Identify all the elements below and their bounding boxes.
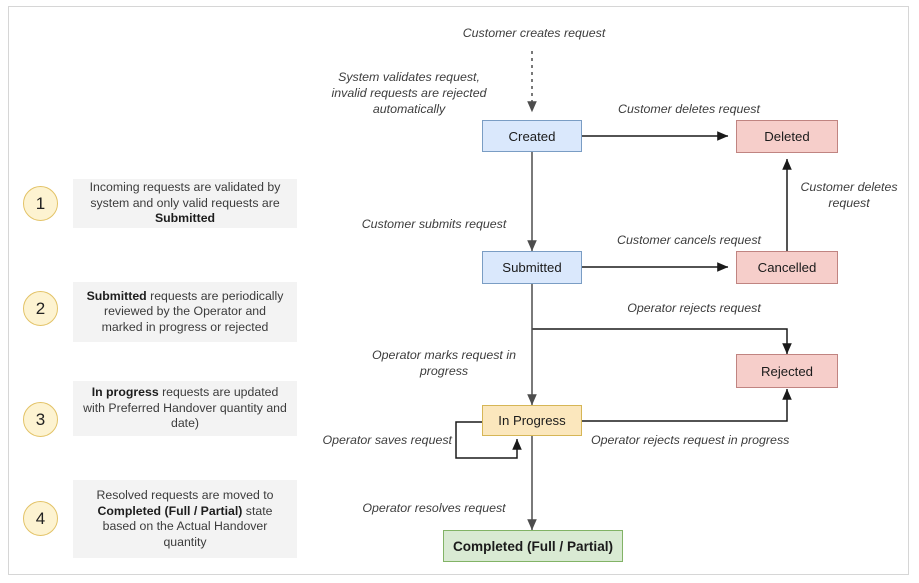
state-node-submitted[interactable]: Submitted — [482, 251, 582, 284]
legend-number-2: 2 — [23, 291, 58, 326]
edge-label-created-submitted: Customer submits request — [361, 217, 507, 231]
edge-label-submitted-cancelled: Customer cancels request — [617, 233, 761, 247]
legend-text-3: In progress requests are updated with Pr… — [73, 381, 297, 436]
edge-submitted-rejected — [532, 328, 792, 355]
edge-layer — [455, 51, 792, 531]
edge-label-validation-note: System validates request, invalid reques… — [314, 69, 504, 117]
legend-1-part-1: Submitted — [154, 211, 216, 226]
legend-4-part-1: Completed (Full / Partial) — [97, 503, 243, 518]
cancelled-deleted-line-1: Customer deletes — [800, 180, 898, 194]
legend-number-3: 3 — [23, 402, 58, 437]
edge-inprogress-self — [455, 421, 522, 459]
validation-line-2: invalid requests are rejected — [331, 86, 487, 100]
validation-line-1: System validates request, — [338, 70, 480, 84]
state-node-in-progress[interactable]: In Progress — [482, 405, 582, 436]
edge-label-submitted-inprogress: Operator marks request in progress — [339, 347, 549, 379]
validation-line-3: automatically — [372, 102, 446, 116]
diagram-frame: 1 Incoming requests are validated by sys… — [8, 6, 909, 575]
state-node-cancelled[interactable]: Cancelled — [736, 251, 838, 284]
state-node-created[interactable]: Created — [482, 120, 582, 152]
state-node-deleted[interactable]: Deleted — [736, 120, 838, 153]
legend-text-4: Resolved requests are moved to Completed… — [73, 480, 297, 558]
legend-4-part-0: Resolved requests are moved to — [96, 488, 274, 502]
legend-3-part-0: In progress — [91, 385, 159, 400]
state-node-rejected[interactable]: Rejected — [736, 354, 838, 388]
edge-label-inprogress-rejected: Operator rejects request in progress — [591, 433, 790, 447]
edge-label-inprogress-completed: Operator resolves request — [362, 501, 506, 515]
legend-text-2: Submitted requests are periodically revi… — [73, 282, 297, 342]
legend-number-4: 4 — [23, 501, 58, 536]
edge-inprogress-rejected — [582, 388, 792, 422]
edge-label-created-deleted: Customer deletes request — [618, 102, 760, 116]
legend-2-part-0: Submitted — [86, 288, 147, 303]
legend-text-1: Incoming requests are validated by syste… — [73, 179, 297, 228]
edge-label-submitted-rejected: Operator rejects request — [627, 301, 761, 315]
state-node-completed[interactable]: Completed (Full / Partial) — [443, 530, 623, 562]
edge-label-inprogress-self: Operator saves request — [322, 433, 452, 447]
marks-progress-line-2: progress — [419, 364, 469, 378]
legend-3-part-1: requests are updated with Preferred Hand… — [83, 385, 287, 431]
edge-label-start-created: Customer creates request — [462, 26, 606, 40]
cancelled-deleted-line-2: request — [828, 196, 870, 210]
legend-4-part-2: state based on the Actual Handover quant… — [102, 503, 273, 549]
legend-1-part-0: Incoming requests are validated by syste… — [89, 180, 281, 210]
legend-number-1: 1 — [23, 186, 58, 221]
marks-progress-line-1: Operator marks request in — [372, 348, 516, 362]
edge-label-cancelled-deleted: Customer deletes request — [789, 179, 909, 211]
legend-2-part-1: requests are periodically reviewed by th… — [101, 288, 284, 334]
